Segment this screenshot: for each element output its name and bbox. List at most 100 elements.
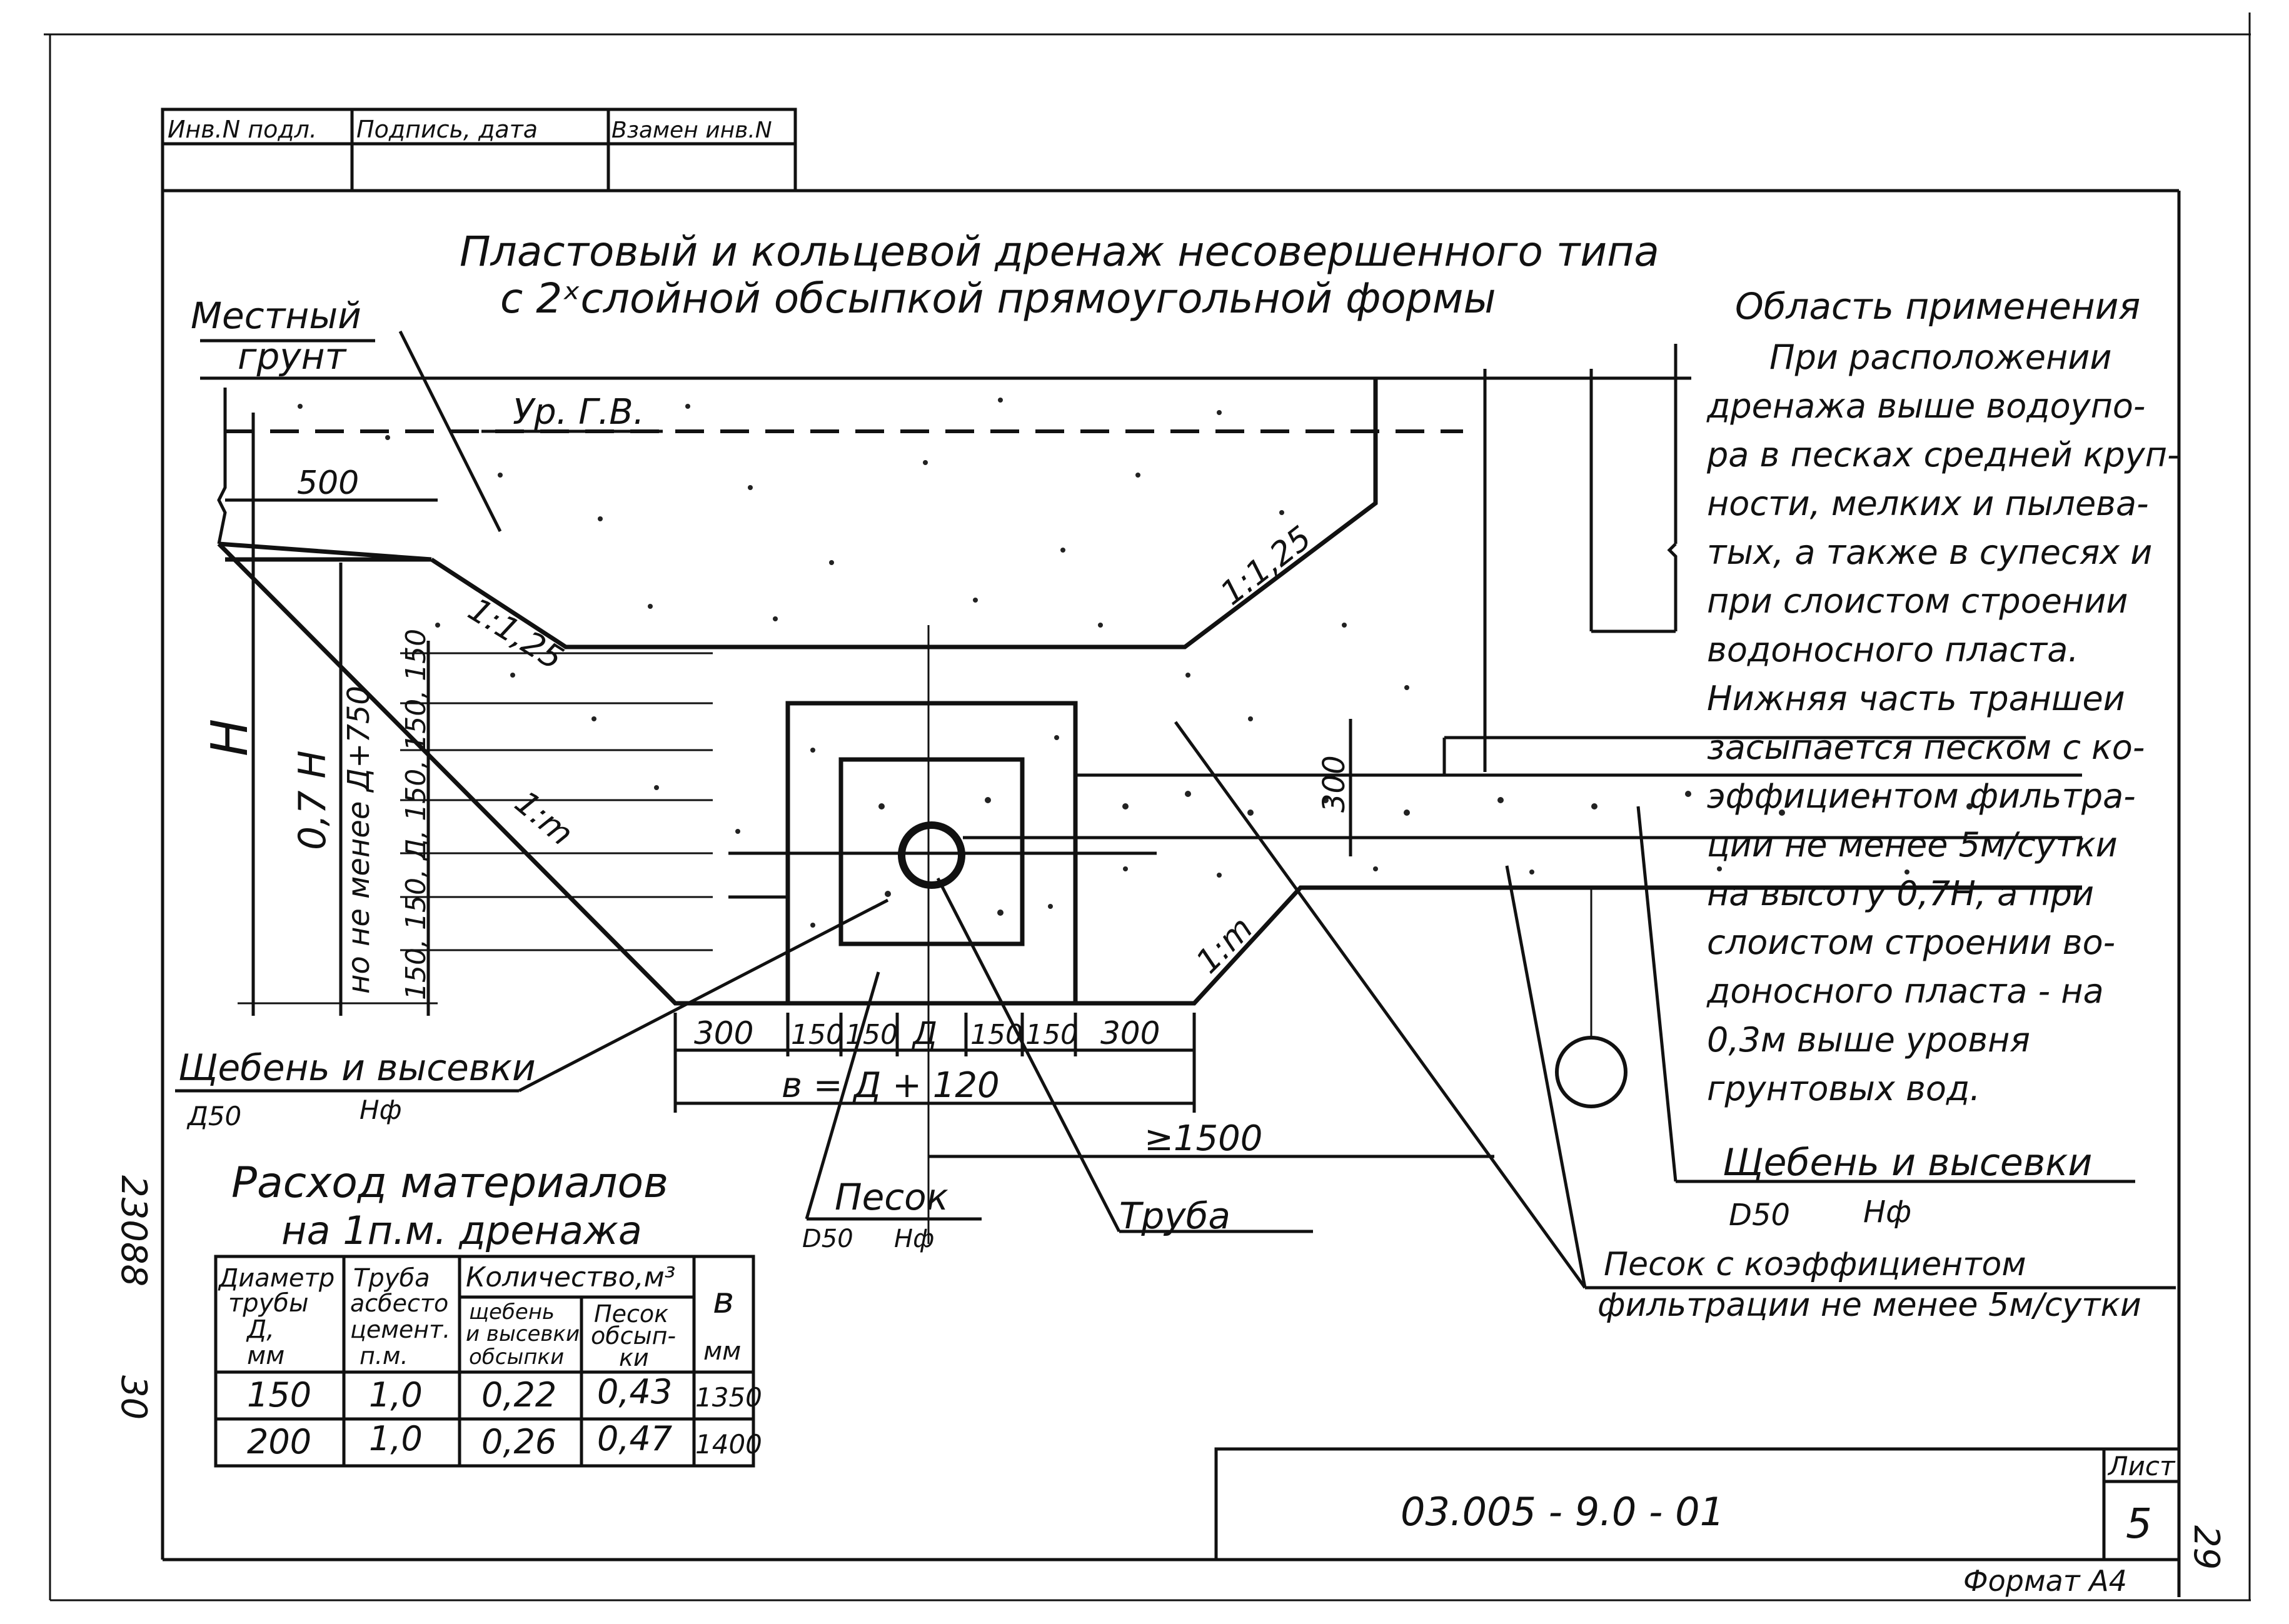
application-line-7: Нижняя часть траншеи	[1707, 679, 2125, 718]
dim-bottom-3: Д	[912, 1015, 937, 1051]
sand-sub1: D50	[802, 1225, 853, 1253]
hdr-diam-0: Диаметр	[218, 1264, 335, 1293]
side-number-1: 23088	[113, 1175, 154, 1286]
title-block: 03.005 - 9.0 - 01 Лист 5 Формат А4	[1214, 1447, 2181, 1598]
application-line-14: 0,3м выше уровня	[1707, 1020, 2030, 1060]
materials-table: Диаметр трубы Д, мм Труба асбесто цемент…	[214, 1255, 762, 1468]
hdr-pipe-0: Труба	[353, 1264, 430, 1293]
dim-bottom-1: 150	[791, 1019, 843, 1051]
application-line-10: ции не менее 5м/сутки	[1707, 825, 2118, 865]
sheet-number: 5	[2126, 1500, 2152, 1548]
outer-gravel-box	[785, 701, 1078, 1006]
materials-title-2: на 1п.м. дренажа	[281, 1208, 642, 1253]
hdr-pipe-1: асбесто	[350, 1290, 448, 1317]
drain-pipe	[898, 821, 965, 889]
gravel-left-sub1: Д50	[186, 1101, 241, 1131]
format-label: Формат А4	[1963, 1564, 2127, 1598]
dim-h: H	[201, 719, 259, 756]
hdr-b-0: в	[713, 1279, 734, 1321]
application-line-11: на высоту 0,7Н, а при	[1707, 874, 2094, 913]
application-heading: Область применения	[1735, 285, 2140, 328]
ring-drain-pipe	[1555, 1036, 1627, 1108]
bottom-dimension-chain: 300 150 150 Д 150 150 300 в = Д + 120 ≥1…	[673, 1013, 1494, 1159]
sheet-label: Лист	[2107, 1451, 2176, 1481]
row0-b: 1350	[695, 1382, 762, 1413]
dim-bottom-5: 150	[1025, 1019, 1078, 1051]
hdr-gravel-2: обсыпки	[469, 1345, 564, 1370]
sand-coef-label-2: фильтрации не менее 5м/сутки	[1597, 1286, 2141, 1324]
drawing-title-line1: Пластовый и кольцевой дренаж несовершенн…	[460, 228, 1659, 276]
hdr-gravel-1: и высевки	[466, 1321, 580, 1346]
dim-1500: ≥1500	[1144, 1118, 1262, 1159]
application-line-6: водоносного пласта.	[1707, 630, 2079, 669]
page-number-right: 29	[2186, 1525, 2226, 1570]
application-line-5: при слоистом строении	[1707, 581, 2128, 621]
hdr-diam-3: мм	[247, 1341, 284, 1370]
groundwater-level-label: Ур. Г.В.	[513, 392, 645, 433]
sand-label: Песок	[835, 1176, 948, 1218]
local-soil-label-1: Местный	[191, 294, 361, 337]
application-line-3: ности, мелких и пылева-	[1707, 484, 2149, 523]
hdr-qty: Количество,м³	[466, 1261, 675, 1293]
dim-07h: 0,7 H	[291, 750, 335, 850]
gravel-right-sub1: D50	[1729, 1198, 1790, 1233]
application-line-9: эффициентом фильтра-	[1707, 776, 2136, 816]
dim-bottom-6: 300	[1100, 1015, 1160, 1051]
sand-sub2: Hф	[894, 1225, 934, 1253]
slope-left-upper: 1:1,25	[461, 591, 570, 678]
application-line-0: При расположении	[1769, 338, 2111, 377]
document-code: 03.005 - 9.0 - 01	[1401, 1489, 1724, 1535]
sand-coef-label-1: Песок с коэффициентом	[1604, 1246, 2026, 1283]
gravel-right-sub2: Hф	[1863, 1195, 1911, 1230]
gravel-left-sub2: Hф	[360, 1095, 402, 1125]
row1-gravel: 0,26	[481, 1422, 556, 1461]
dim-not-less: но не менее Д+750	[341, 686, 376, 994]
gravel-right-label: Щебень и высевки	[1723, 1141, 2092, 1185]
hdr-pipe-2: цемент.	[350, 1316, 450, 1343]
row0-d: 150	[247, 1375, 311, 1415]
soil-texture	[298, 398, 1973, 928]
row1-pipe: 1,0	[369, 1419, 423, 1458]
hdr-b-1: мм	[703, 1337, 741, 1366]
row1-d: 200	[247, 1422, 311, 1461]
application-text: При расположении дренажа выше водоупо- р…	[1706, 338, 2180, 1108]
stamp-col1: Инв.N подл.	[168, 116, 317, 143]
hdr-sand-2: ки	[619, 1344, 649, 1371]
dim-vertical-chain: 150, 150, Д, 150, 150, 150	[400, 629, 432, 1000]
hdr-diam-2: Д,	[246, 1315, 274, 1344]
hdr-gravel-0: щебень	[469, 1300, 555, 1325]
dim-b-formula: в = Д + 120	[782, 1065, 1000, 1106]
application-line-1: дренажа выше водоупо-	[1706, 386, 2145, 426]
gravel-left-label: Щебень и высевки	[178, 1046, 536, 1089]
row1-sand: 0,47	[597, 1419, 672, 1458]
hdr-sand-1: обсып-	[591, 1322, 676, 1350]
row0-pipe: 1,0	[369, 1375, 423, 1415]
slope-right-upper: 1:1,25	[1214, 519, 1319, 613]
dim-bottom-2: 150	[845, 1019, 898, 1051]
hdr-sand-0: Песок	[594, 1300, 668, 1328]
dim-bottom-4: 150	[970, 1019, 1023, 1051]
hdr-diam-1: трубы	[228, 1289, 309, 1318]
dim-300-right: 300	[1317, 755, 1352, 813]
side-number-2: 30	[113, 1375, 154, 1420]
inner-sand-box	[838, 757, 1025, 946]
trench-outline	[200, 344, 2082, 1006]
stamp-table: Инв.N подл. Подпись, дата Взамен инв.N	[161, 108, 797, 193]
application-line-8: засыпается песком с ко-	[1707, 728, 2145, 767]
row1-b: 1400	[695, 1429, 762, 1460]
stamp-col2: Подпись, дата	[356, 116, 538, 143]
application-line-2: ра в песках средней круп-	[1706, 435, 2180, 474]
hdr-pipe-3: п.м.	[360, 1342, 408, 1370]
application-line-13: доносного пласта - на	[1706, 971, 2104, 1011]
application-line-15: грунтовых вод.	[1707, 1069, 1980, 1108]
materials-title-1: Расход материалов	[231, 1158, 668, 1208]
dim-500: 500	[297, 464, 359, 502]
application-line-4: тых, а также в супесях и	[1707, 533, 2152, 572]
row0-gravel: 0,22	[481, 1375, 556, 1415]
stamp-col3: Взамен инв.N	[611, 118, 772, 143]
application-line-12: слоистом строении во-	[1707, 923, 2115, 962]
drawing-title-line2: с 2ˣслойной обсыпкой прямоугольной формы	[500, 274, 1496, 323]
row0-sand: 0,43	[597, 1372, 672, 1411]
dim-bottom-0: 300	[694, 1015, 753, 1051]
